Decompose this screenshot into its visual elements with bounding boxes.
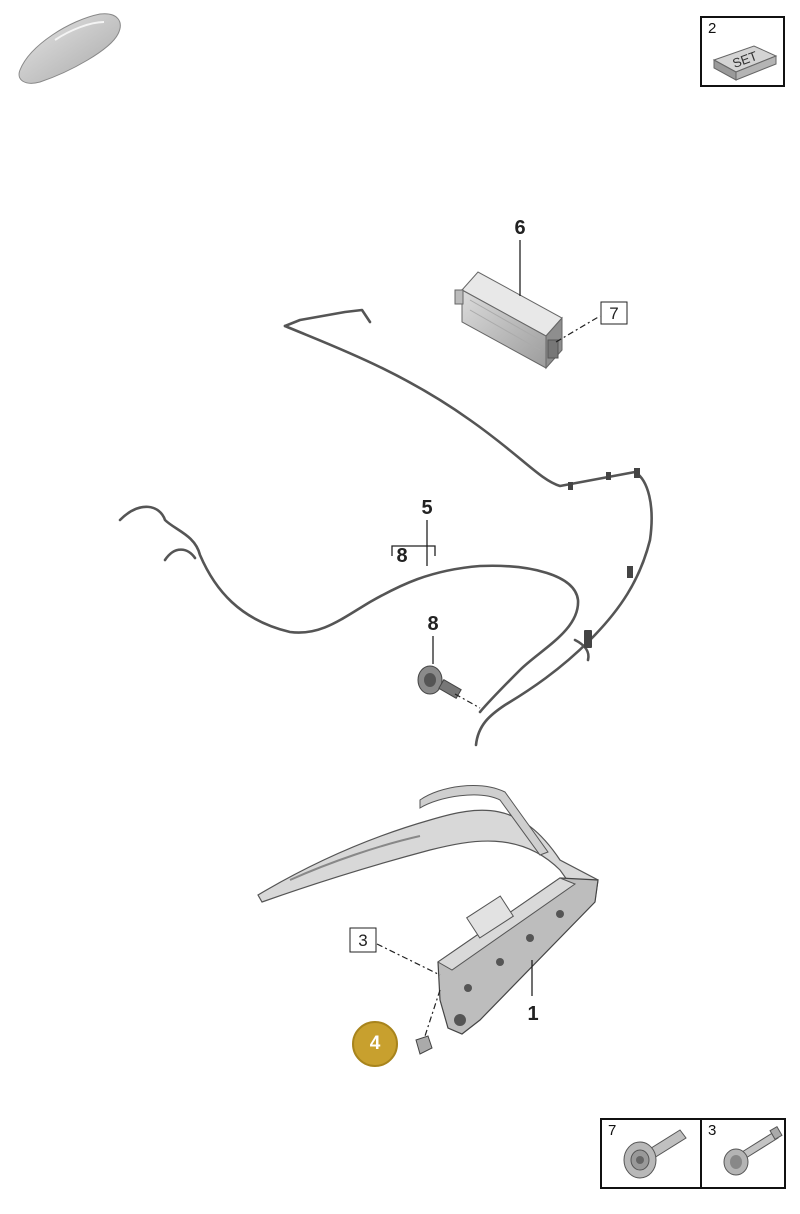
- control-module-part: [454, 271, 563, 370]
- set-box-icon: SET: [712, 45, 778, 81]
- callout-5: 5: [421, 497, 432, 519]
- flange-bolt-icon: [623, 1129, 687, 1179]
- callout-7-box: [600, 301, 628, 325]
- clip-part: [415, 1035, 433, 1055]
- set-inset: 2 SET: [700, 16, 785, 87]
- bolt-inset-flange: 7: [600, 1118, 702, 1189]
- grommet-part: [417, 665, 462, 700]
- callout-1: 1: [527, 1003, 538, 1025]
- bolt-inset-flange-number: 7: [608, 1122, 617, 1139]
- callout-3-box: [349, 927, 377, 953]
- callout-4-highlight[interactable]: 4: [352, 1021, 398, 1067]
- callout-8-grommet: 8: [427, 613, 438, 635]
- callout-7: 7: [609, 304, 618, 323]
- shoulder-bolt-icon: [723, 1125, 783, 1176]
- callout-3: 3: [358, 931, 367, 950]
- bolt-inset-shoulder: 3: [700, 1118, 786, 1189]
- wiring-harness-part: [118, 308, 653, 747]
- bolt-inset-shoulder-number: 3: [708, 1122, 717, 1139]
- roof-frame-part: [257, 785, 599, 1035]
- harness-connectors: [568, 468, 640, 648]
- callout-8-harness: 8: [396, 545, 407, 567]
- set-inset-number: 2: [708, 20, 717, 37]
- callout-6: 6: [514, 217, 525, 239]
- vehicle-icon: [18, 13, 121, 84]
